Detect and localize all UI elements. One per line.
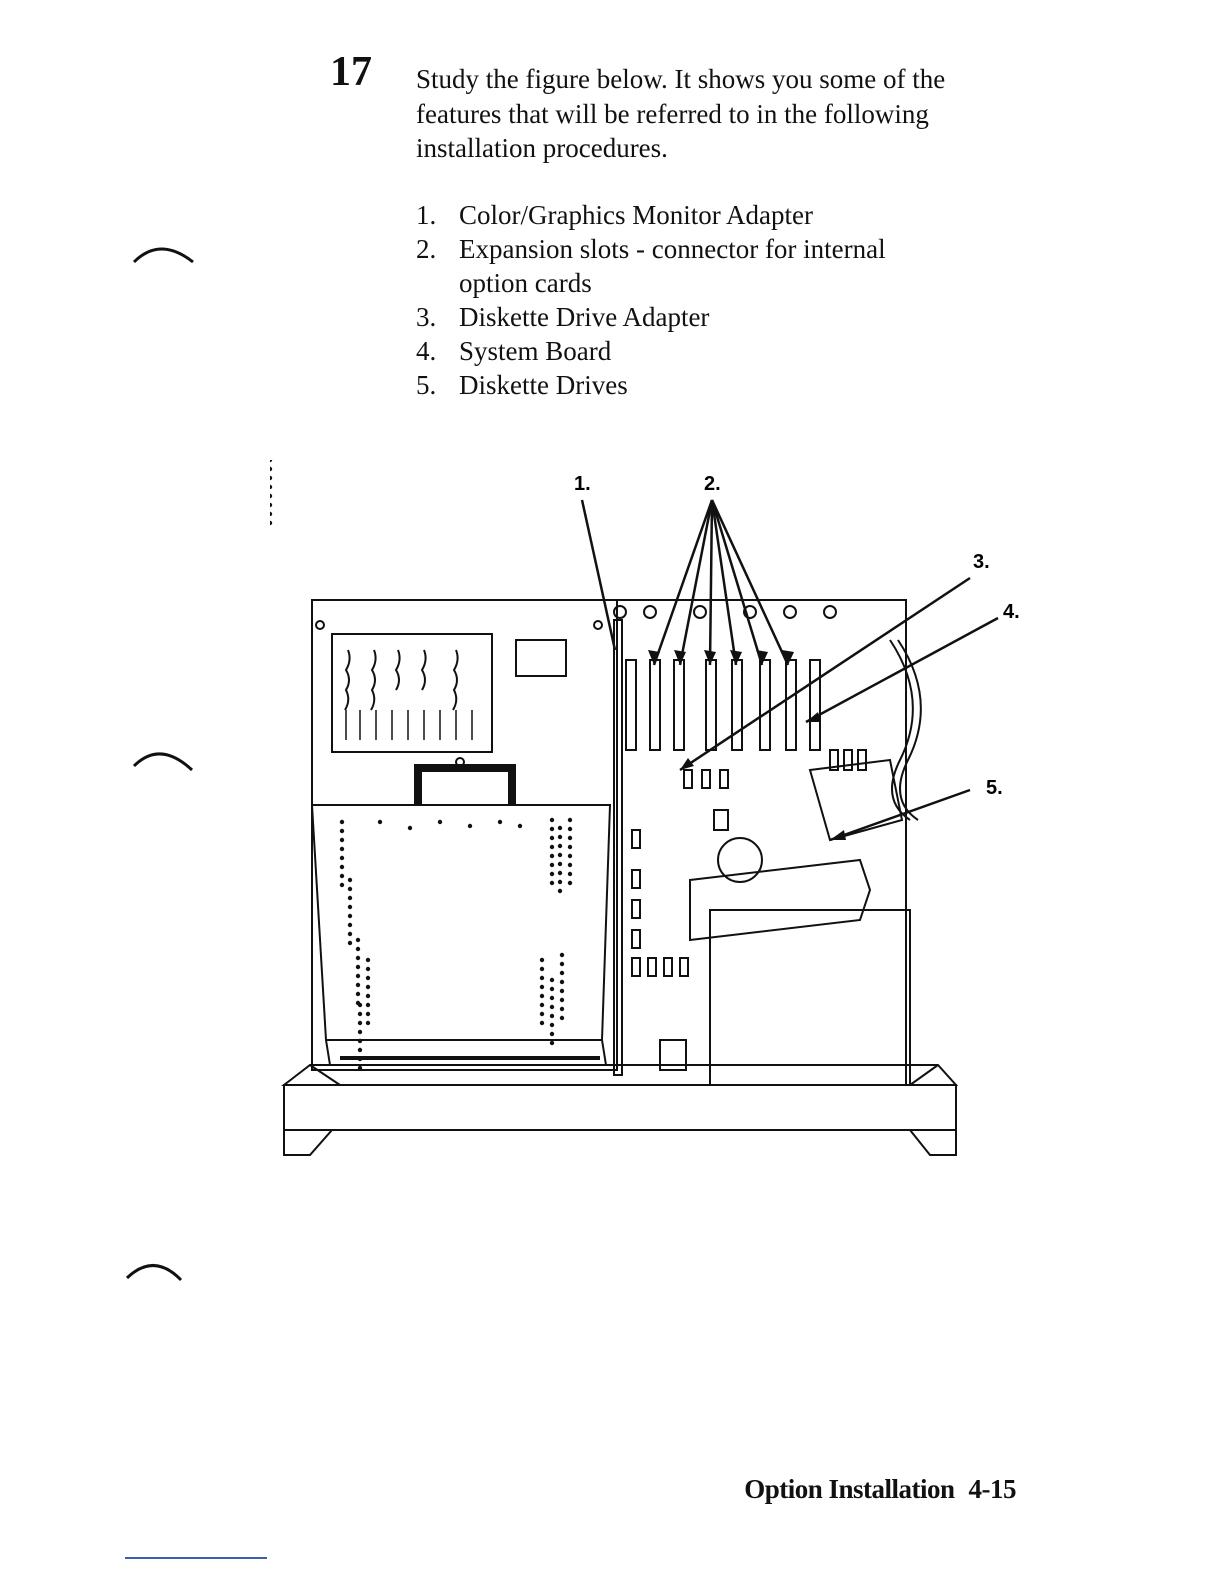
footer-page-number: 4-15 bbox=[968, 1474, 1017, 1504]
callout-line-1 bbox=[580, 499, 617, 651]
list-item-label: System Board bbox=[459, 336, 612, 366]
base-tray-front bbox=[283, 1084, 957, 1131]
footer-section-title: Option Installation bbox=[744, 1474, 955, 1504]
callout-label-3: 3. bbox=[973, 551, 990, 573]
page-footer: Option Installation 4-15 bbox=[744, 1474, 1016, 1505]
expansion-slot bbox=[673, 659, 685, 751]
list-item: 2. Expansion slots - connector for inter… bbox=[416, 232, 979, 300]
right-foot bbox=[909, 1129, 957, 1156]
callout-label-4: 4. bbox=[1003, 601, 1020, 623]
list-item: 5. Diskette Drives bbox=[416, 368, 979, 402]
callout-label-2: 2. bbox=[704, 473, 721, 495]
power-supply bbox=[709, 909, 911, 1086]
feature-list: 1. Color/Graphics Monitor Adapter 2. Exp… bbox=[416, 198, 979, 402]
bottom-rule bbox=[125, 1557, 267, 1559]
system-board-frame bbox=[618, 599, 907, 1086]
list-item-number: 5. bbox=[416, 370, 437, 400]
expansion-slot bbox=[625, 659, 637, 751]
step-number: 17 bbox=[330, 49, 372, 95]
list-item-label: Diskette Drives bbox=[459, 370, 628, 400]
callout-line-5 bbox=[829, 788, 971, 842]
vent-dot-pattern bbox=[270, 460, 573, 1071]
list-item-number: 2. bbox=[416, 234, 437, 264]
list-item: 3. Diskette Drive Adapter bbox=[416, 300, 979, 334]
drive-housing bbox=[311, 599, 618, 1071]
callout-line-4 bbox=[805, 616, 999, 724]
expansion-slot bbox=[731, 659, 743, 751]
list-item-number: 1. bbox=[416, 200, 437, 230]
expansion-slot bbox=[809, 659, 821, 751]
callout-line-2a bbox=[652, 499, 714, 666]
callout-line-3 bbox=[679, 576, 971, 772]
diskette-cable bbox=[689, 858, 872, 942]
left-foot bbox=[283, 1129, 333, 1156]
list-item-label: Diskette Drive Adapter bbox=[459, 302, 710, 332]
expansion-slot bbox=[649, 659, 661, 751]
expansion-slot bbox=[705, 659, 717, 751]
expansion-slot bbox=[785, 659, 797, 751]
list-item-label: Expansion slots - connector for internal… bbox=[459, 234, 886, 298]
binder-marks bbox=[125, 247, 194, 1282]
binder-hole-mark-bottom bbox=[125, 1264, 183, 1282]
system-unit-figure: 1. 2. 3. 4. 5. bbox=[270, 460, 1020, 1156]
list-item-number: 3. bbox=[416, 302, 437, 332]
callout-lines bbox=[580, 499, 999, 842]
callout-label-5: 5. bbox=[986, 777, 1003, 799]
binder-hole-mark-middle bbox=[132, 752, 194, 772]
intro-paragraph: Study the figure below. It shows you som… bbox=[416, 64, 946, 163]
label-card bbox=[331, 633, 493, 753]
list-item-label: Color/Graphics Monitor Adapter bbox=[459, 200, 813, 230]
callout-label-1: 1. bbox=[574, 473, 591, 495]
small-label bbox=[515, 639, 567, 677]
binder-hole-mark-top bbox=[132, 247, 194, 264]
expansion-slot bbox=[759, 659, 771, 751]
color-graphics-adapter-card bbox=[613, 619, 623, 1076]
list-item-number: 4. bbox=[416, 336, 437, 366]
list-item: 4. System Board bbox=[416, 334, 979, 368]
list-item: 1. Color/Graphics Monitor Adapter bbox=[416, 198, 979, 232]
